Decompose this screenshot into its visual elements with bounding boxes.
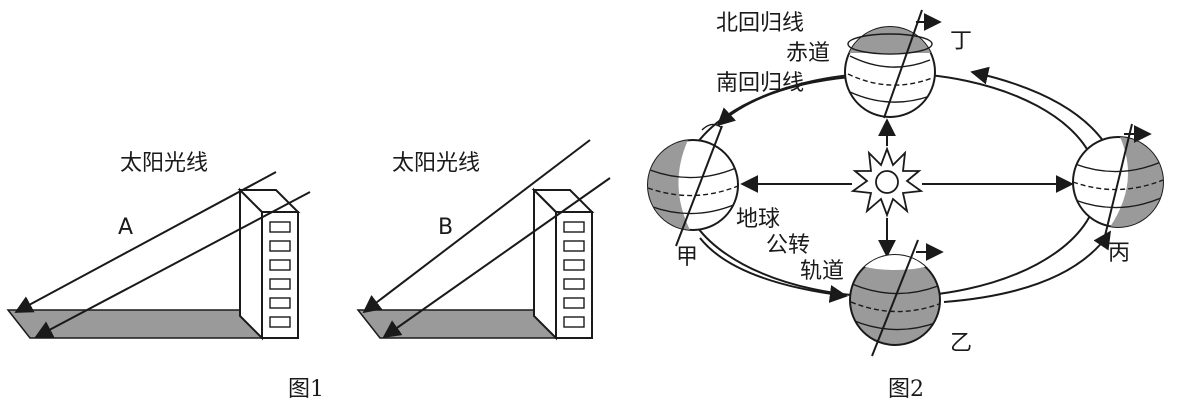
sun-label-a: 太阳光线 (120, 151, 208, 176)
label-revolution: 公转 (766, 233, 810, 258)
figure1-caption: 图1 (288, 377, 324, 402)
label-equator: 赤道 (786, 41, 830, 66)
sun (850, 146, 924, 218)
label-south-tropic: 南回归线 (716, 71, 804, 96)
label-earth: 地球 (736, 207, 780, 232)
pos-bing: 丙 (1108, 241, 1130, 266)
sun-ray-b1 (362, 139, 591, 314)
earth-bing (1072, 123, 1164, 241)
sun-ray-a1 (14, 171, 277, 313)
sun-label-b: 太阳光线 (392, 151, 480, 176)
earth-ding (844, 9, 942, 119)
letter-a: A (118, 215, 133, 240)
earth-yi (849, 239, 944, 357)
sun-ray-b2 (382, 177, 611, 339)
shadow-a (6, 309, 264, 339)
pos-jia: 甲 (676, 245, 698, 270)
building-b-side (533, 187, 557, 341)
building-b-front (555, 211, 593, 339)
earth-jia (647, 123, 739, 247)
building-a-side (239, 187, 263, 341)
pos-ding: 丁 (950, 29, 972, 54)
pos-yi: 乙 (950, 331, 972, 356)
letter-b: B (438, 215, 453, 240)
orbit-arrow-topright (970, 66, 1109, 149)
label-north-tropic: 北回归线 (716, 11, 804, 36)
orbit-arrow-left (699, 237, 848, 303)
figure2-caption: 图2 (888, 377, 924, 402)
building-a-front (261, 211, 299, 339)
label-orbit: 轨道 (800, 259, 844, 284)
building-b-windows (563, 221, 585, 328)
figure1-right-scene: 太阳光线 B (356, 139, 611, 341)
sun-ray-a2 (34, 191, 311, 338)
orbit-arrow-bottomright (943, 230, 1111, 303)
building-a-windows (269, 221, 291, 328)
figure1-left-scene: 太阳光线 A (6, 151, 311, 341)
orbit-arrow-top (716, 76, 851, 127)
